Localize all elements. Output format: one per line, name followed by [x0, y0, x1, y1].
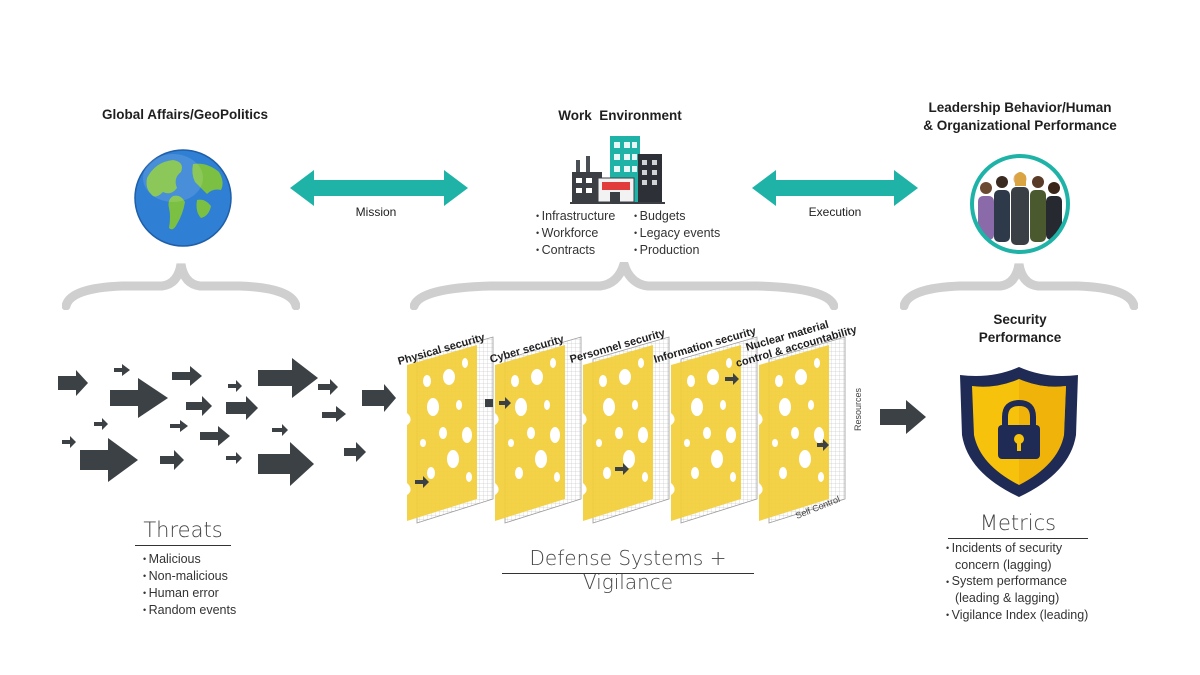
people-group-icon [968, 152, 1072, 256]
right-brace [899, 262, 1139, 311]
mission-double-arrow [290, 170, 468, 206]
passing-arrow [415, 476, 429, 488]
layer-label-personnel: Personnel security [569, 327, 668, 366]
passing-arrow [615, 463, 629, 475]
threat-arrow [258, 358, 318, 398]
mission-label: Mission [355, 205, 397, 219]
leadership-heading-line1: Leadership Behavior/Human [928, 100, 1112, 115]
threat-item: Random events [143, 602, 283, 619]
metric-item: Incidents of security concern (lagging) [946, 540, 1116, 573]
passing-arrow [725, 373, 739, 385]
buildings-icon [570, 132, 665, 204]
threat-arrow [362, 384, 396, 412]
threat-arrow [110, 378, 168, 418]
security-heading-line2: Performance [978, 330, 1062, 345]
threat-item: Human error [143, 585, 283, 602]
center-brace [409, 248, 839, 311]
metric-item: System performance (leading & lagging) [946, 573, 1116, 606]
threat-arrow [58, 370, 88, 396]
threat-arrow [258, 442, 314, 486]
threats-underline [135, 545, 231, 546]
leadership-heading: Leadership Behavior/Human & Organization… [900, 99, 1140, 135]
security-heading-line1: Security [993, 312, 1047, 327]
work-environment-list-right: Budgets Legacy events Production [634, 208, 744, 259]
threat-arrow [172, 366, 202, 386]
metric-item: Vigilance Index (leading) [946, 607, 1116, 624]
leadership-heading-line2: & Organizational Performance [923, 118, 1117, 133]
threat-item: Malicious [143, 551, 283, 568]
execution-double-arrow [752, 170, 918, 206]
work-environment-list-left: Infrastructure Workforce Contracts [536, 208, 646, 259]
threats-title-text: Threats [143, 518, 223, 542]
threats-title: Threats [135, 518, 231, 542]
metric-item-line1: Incidents of security [951, 541, 1063, 555]
metrics-underline [948, 538, 1088, 539]
metric-item-line1: System performance [951, 574, 1067, 589]
defense-title: Defense Systems + Vigilance [529, 546, 727, 594]
threats-list: Malicious Non-malicious Human error Rand… [143, 551, 283, 619]
work-environment-item: Infrastructure [536, 208, 646, 225]
defense-underline [502, 573, 754, 574]
globe-icon [133, 148, 233, 248]
threat-arrow [200, 426, 230, 446]
layer-labels: Physical security Cyber security Personn… [395, 315, 885, 530]
execution-label: Execution [808, 205, 862, 219]
layer-label-physical: Physical security [397, 331, 488, 368]
threat-arrow [170, 420, 188, 432]
metrics-title: Metrics [968, 511, 1068, 535]
output-arrow [880, 400, 926, 434]
threat-arrow [114, 364, 130, 376]
metric-item-line1: Vigilance Index (leading) [951, 607, 1089, 622]
passing-arrow [499, 397, 511, 409]
threat-arrow [94, 418, 108, 430]
passing-arrow [817, 439, 829, 451]
metrics-title-text: Metrics [979, 511, 1057, 535]
threat-arrow [344, 442, 366, 462]
work-environment-item: Contracts [536, 242, 646, 259]
threat-item: Non-malicious [143, 568, 283, 585]
metrics-list: Incidents of security concern (lagging) S… [946, 540, 1116, 624]
work-environment-item: Legacy events [634, 225, 744, 242]
threat-arrow [322, 406, 346, 422]
resources-axis-label: Resources [853, 387, 863, 431]
security-performance-heading: Security Performance [940, 311, 1100, 347]
work-environment-heading: Work Environment [558, 108, 682, 123]
left-brace [61, 262, 301, 311]
threat-arrow [160, 450, 184, 470]
shield-lock-icon [958, 365, 1080, 499]
self-control-axis-label: Self Control [794, 494, 841, 521]
work-environment-item: Budgets [634, 208, 744, 225]
threat-arrow [226, 396, 258, 420]
passing-arrow [485, 399, 493, 407]
threat-arrow [186, 396, 212, 416]
threat-arrow [228, 380, 242, 392]
global-affairs-heading: Global Affairs/GeoPolitics [101, 107, 269, 122]
threat-arrow [62, 436, 76, 448]
work-environment-item: Workforce [536, 225, 646, 242]
threat-arrows [50, 350, 400, 490]
metric-item-line2: (leading & lagging) [955, 591, 1060, 606]
metric-item-line2: concern (lagging) [955, 557, 1052, 572]
layer-label-cyber: Cyber security [489, 333, 567, 366]
threat-arrow [318, 379, 338, 395]
threat-arrow [80, 438, 138, 482]
threat-arrow [226, 452, 242, 464]
threat-arrow [272, 424, 288, 436]
work-environment-item: Production [634, 242, 744, 259]
